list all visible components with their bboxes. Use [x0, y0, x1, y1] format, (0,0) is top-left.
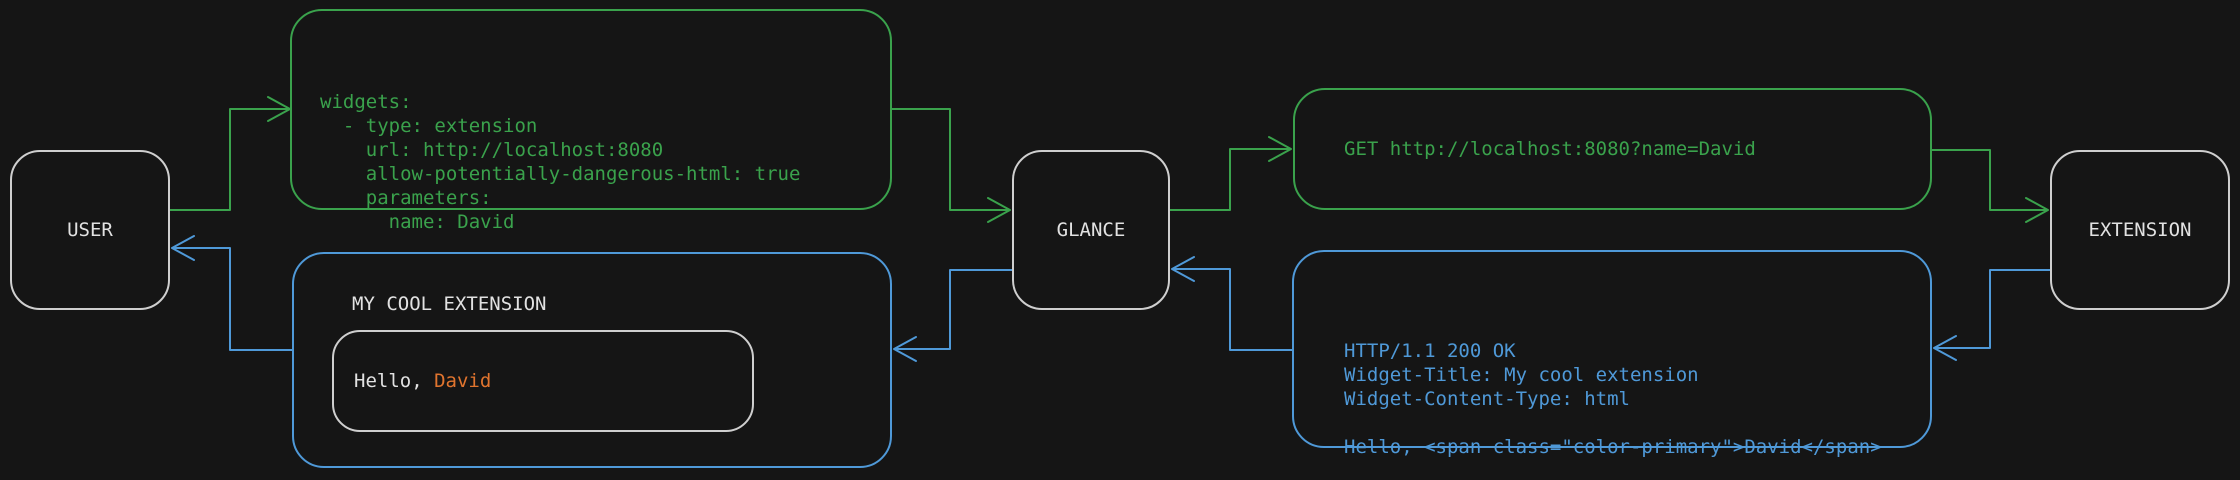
widget-title: MY COOL EXTENSION: [352, 293, 547, 315]
node-user: USER: [10, 150, 170, 310]
node-extension-label: EXTENSION: [2088, 219, 2192, 241]
arrow-widget-to-user: [171, 235, 293, 351]
http-response-code: HTTP/1.1 200 OK Widget-Title: My cool ex…: [1344, 340, 1882, 458]
arrow-config-to-glance: [891, 108, 1011, 223]
node-extension: EXTENSION: [2050, 150, 2230, 310]
yaml-config-code: widgets: - type: extension url: http://l…: [320, 91, 801, 233]
greeting-name: David: [434, 370, 492, 392]
node-glance-label: GLANCE: [1056, 219, 1126, 241]
http-get-request-text: GET http://localhost:8080?name=David: [1344, 138, 1756, 160]
http-response-box: HTTP/1.1 200 OK Widget-Title: My cool ex…: [1292, 250, 1932, 458]
yaml-config-box: widgets: - type: extension url: http://l…: [290, 9, 892, 233]
widget-content-box: Hello, David: [332, 330, 754, 432]
arrow-user-to-config: [169, 96, 291, 211]
arrow-request-to-extension: [1931, 149, 2049, 223]
greeting-prefix: Hello,: [354, 370, 435, 392]
http-get-request-box: GET http://localhost:8080?name=David: [1293, 88, 1932, 210]
node-glance: GLANCE: [1012, 150, 1170, 310]
arrow-glance-to-widget: [893, 269, 1013, 362]
arrow-response-to-glance: [1171, 256, 1293, 351]
arrow-extension-to-response: [1933, 269, 2051, 361]
node-user-label: USER: [67, 219, 113, 241]
arrow-glance-to-request: [1169, 136, 1292, 211]
rendered-widget-box: MY COOL EXTENSION Hello, David: [292, 252, 892, 468]
